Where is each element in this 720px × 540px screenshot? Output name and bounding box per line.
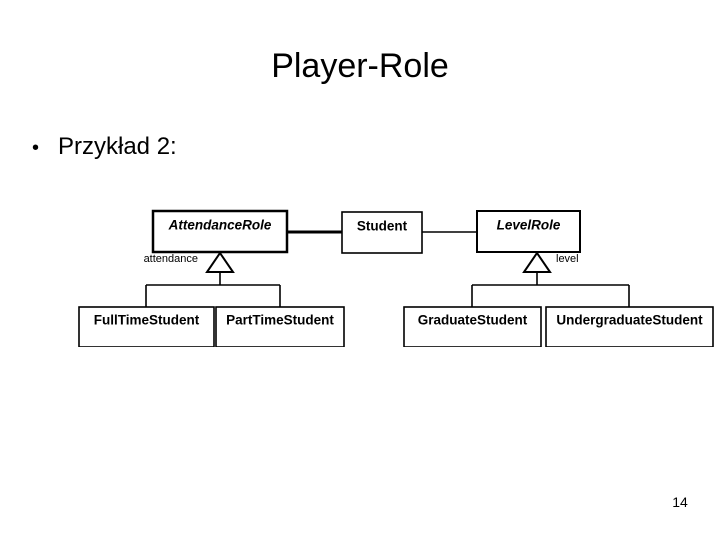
uml-class-level-role[interactable]: LevelRole: [476, 210, 581, 253]
uml-class-name: LevelRole: [497, 218, 561, 233]
bullet-marker-icon: •: [32, 137, 40, 159]
uml-class-name: FullTimeStudent: [94, 313, 200, 328]
generalization-level-generalization: level: [471, 251, 630, 307]
uml-diagram-svg: attendance level AttendanceRole Student Leve…: [78, 209, 714, 347]
uml-class-box[interactable]: [403, 306, 542, 347]
uml-class-box[interactable]: [545, 306, 714, 347]
uml-class-student[interactable]: Student: [341, 211, 423, 254]
uml-class-full-time-student[interactable]: FullTimeStudent: [78, 306, 215, 347]
uml-class-box[interactable]: [78, 306, 215, 347]
page-title: Player-Role: [271, 47, 449, 85]
uml-class-box[interactable]: [215, 306, 345, 347]
generalization-attendance-generalization: attendance: [144, 251, 281, 307]
uml-class-attendance-role[interactable]: AttendanceRole: [151, 209, 289, 254]
bullet-text: Przykład 2:: [58, 133, 177, 160]
generalization-triangle-icon: [205, 251, 235, 273]
uml-class-diagram: attendance level AttendanceRole Student Leve…: [0, 195, 720, 347]
uml-class-name: PartTimeStudent: [226, 313, 334, 328]
uml-class-box[interactable]: [151, 209, 289, 254]
role-label-level-generalization: level: [556, 253, 579, 265]
uml-class-name: UndergraduateStudent: [556, 313, 703, 328]
generalization-triangle-icon: [522, 251, 552, 273]
uml-class-name: AttendanceRole: [168, 218, 272, 233]
bullet-list-item: • Przykład 2:: [32, 132, 532, 162]
uml-class-name: Student: [357, 219, 408, 234]
role-label-attendance-generalization: attendance: [144, 253, 198, 265]
page-number: 14: [672, 494, 688, 510]
uml-class-part-time-student[interactable]: PartTimeStudent: [215, 306, 345, 347]
uml-class-box[interactable]: [476, 210, 581, 253]
uml-class-name: GraduateStudent: [418, 313, 528, 328]
uml-class-box[interactable]: [341, 211, 423, 254]
uml-class-undergraduate-student[interactable]: UndergraduateStudent: [545, 306, 714, 347]
uml-class-graduate-student[interactable]: GraduateStudent: [403, 306, 542, 347]
